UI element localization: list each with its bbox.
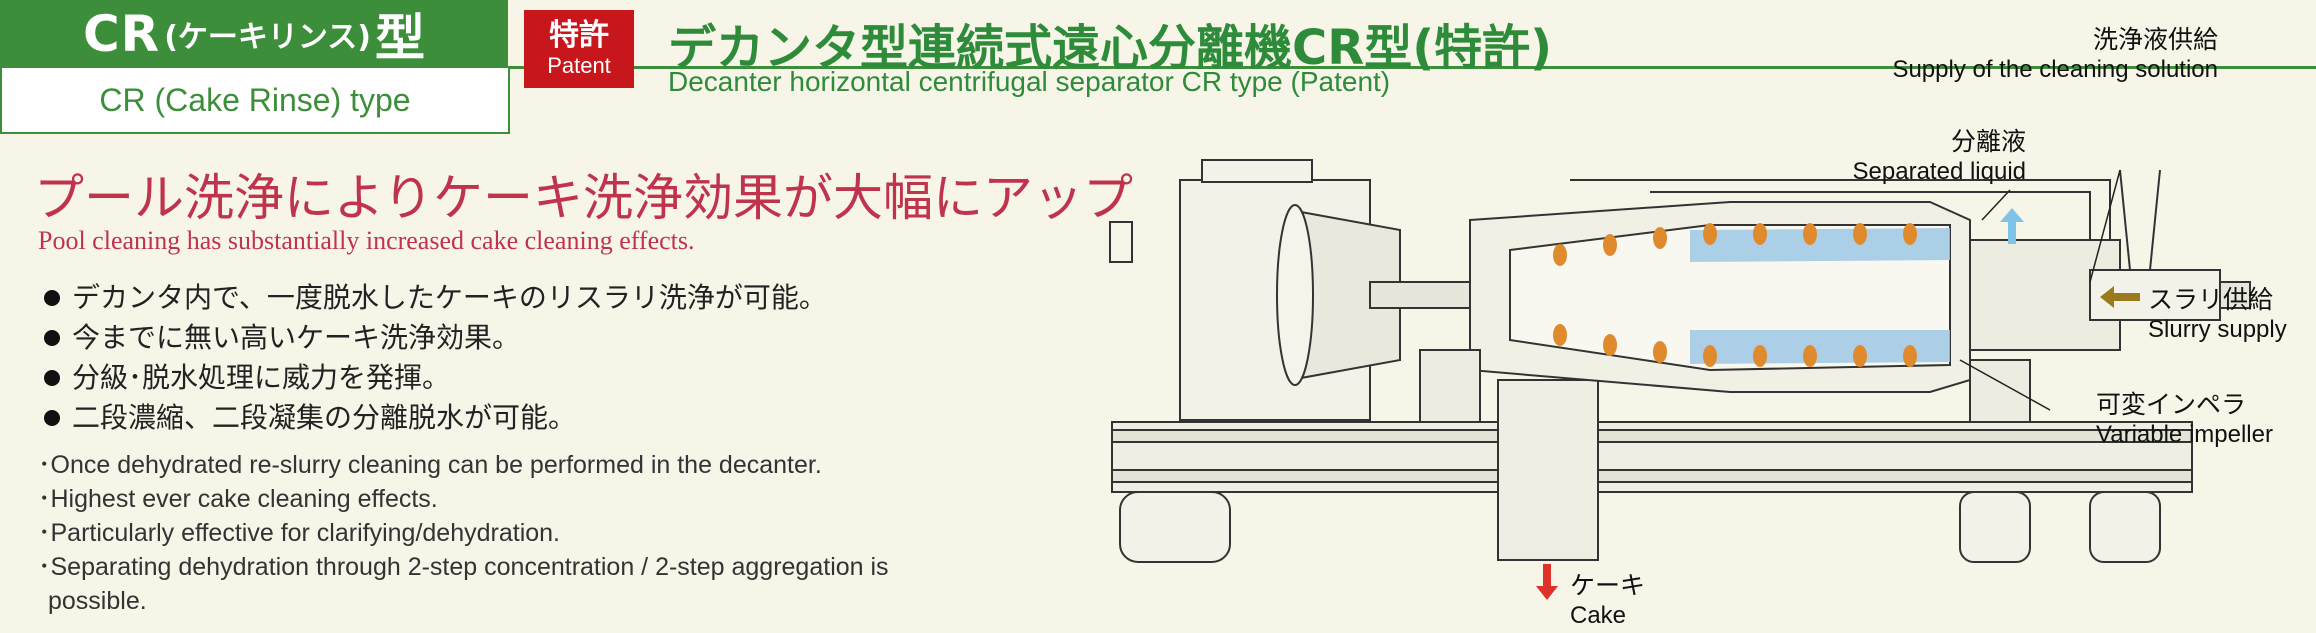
label-cake: ケーキ Cake	[1570, 571, 1646, 629]
badge-paren-text: (ケーキリンス)	[164, 20, 372, 55]
patent-jp: 特許	[549, 18, 609, 53]
label-separated: 分離液 Separated liquid	[1852, 127, 2026, 185]
page-title: デカンタ型連続式遠心分離機CR型(特許)	[668, 20, 1553, 76]
type-badge: CR (ケーキリンス) 型	[0, 0, 508, 68]
note-item: ･Separating dehydration through 2-step c…	[38, 553, 889, 615]
note-item: ･Particularly effective for clarifying/d…	[38, 519, 560, 547]
label-cleaning: 洗浄液供給 Supply of the cleaning solution	[1892, 25, 2218, 83]
cake-arrow-icon	[1536, 564, 1558, 600]
headline-en: Pool cleaning has substantially increase…	[38, 226, 695, 255]
header-divider	[508, 66, 2316, 69]
patent-en: Patent	[547, 53, 611, 78]
patent-badge: 特許 Patent	[524, 10, 634, 88]
separated-liquid-arrow-icon	[2000, 208, 2024, 244]
bullet-dot-icon	[44, 410, 60, 426]
feature-list-jp: デカンタ内で、一度脱水したケーキのリスラリ洗浄が可能。 今までに無い高いケーキ洗…	[44, 278, 827, 438]
bullet-dot-icon	[44, 370, 60, 386]
feature-item: 今までに無い高いケーキ洗浄効果。	[44, 318, 827, 358]
headline: プール洗浄によりケーキ洗浄効果が大幅にアップ	[34, 169, 1133, 227]
feature-text: 今までに無い高いケーキ洗浄効果。	[72, 321, 521, 354]
slurry-arrow-icon	[2100, 286, 2140, 308]
feature-item: 二段濃縮、二段凝集の分離脱水が可能。	[44, 398, 827, 438]
feature-item: 分級･脱水処理に威力を発揮。	[44, 358, 827, 398]
bullet-dot-icon	[44, 290, 60, 306]
feature-text: 分級･脱水処理に威力を発揮。	[72, 361, 451, 394]
note-item: ･Once dehydrated re-slurry cleaning can …	[38, 451, 822, 479]
feature-text: デカンタ内で、一度脱水したケーキのリスラリ洗浄が可能。	[72, 281, 827, 314]
page-title-en: Decanter horizontal centrifugal separato…	[668, 66, 1391, 97]
centrifuge-diagram	[1109, 159, 2251, 563]
feature-item: デカンタ内で、一度脱水したケーキのリスラリ洗浄が可能。	[44, 278, 827, 318]
bullet-dot-icon	[44, 330, 60, 346]
badge-subtitle: CR (Cake Rinse) type	[0, 68, 510, 134]
badge-cr: CR	[82, 5, 161, 63]
note-item: ･Highest ever cake cleaning effects.	[38, 485, 438, 513]
label-impeller: 可変インペラ Variable impeller	[2096, 390, 2273, 448]
feature-list-en: ･Once dehydrated re-slurry cleaning can …	[38, 448, 978, 618]
badge-type-char: 型	[375, 9, 426, 67]
label-slurry: スラリ供給 Slurry supply	[2148, 285, 2287, 343]
feature-text: 二段濃縮、二段凝集の分離脱水が可能。	[72, 401, 577, 434]
